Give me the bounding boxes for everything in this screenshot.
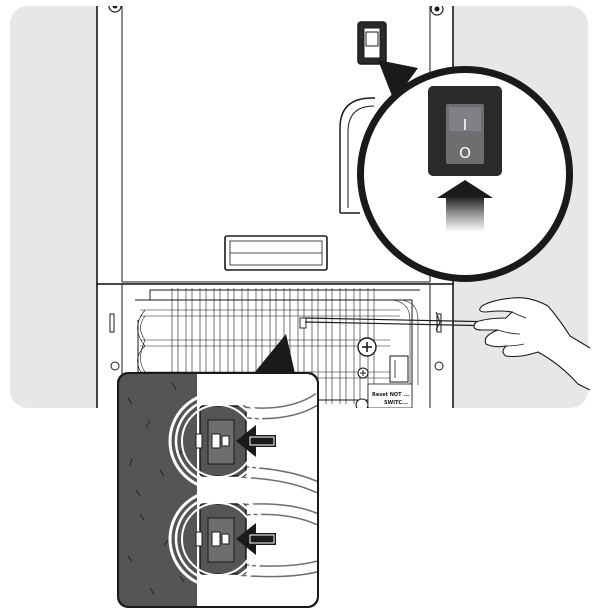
screw-icon [109,0,121,12]
display-slot [225,236,327,270]
switch-zoom-callout: I O [357,66,573,282]
label-plate-line2: SWITC... [384,400,408,406]
switch-on-symbol: I [463,116,467,134]
power-switch [358,22,386,64]
screw-icon [356,399,368,411]
label-plate: Reset NOT ... SWITC... [368,384,412,408]
switch-off-symbol: O [459,144,471,162]
screw-icon [358,338,376,356]
label-plate-line1: Reset NOT ... [372,392,409,398]
screw-icon [358,368,368,378]
connector-detail-inset [117,372,319,608]
screw-icon [431,3,443,15]
